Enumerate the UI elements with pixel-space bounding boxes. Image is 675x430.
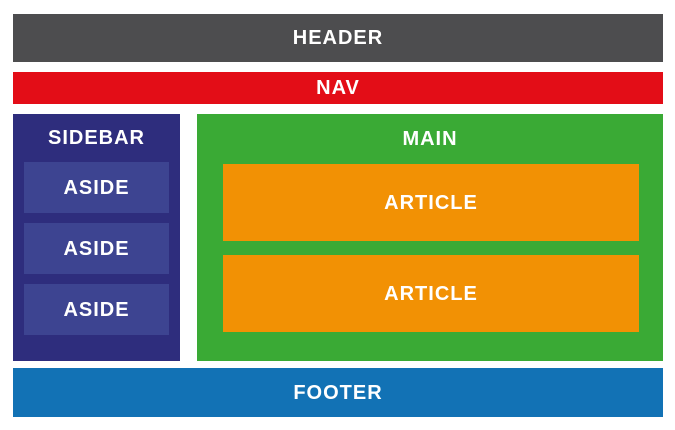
header-block: HEADER: [13, 14, 663, 62]
header-label: HEADER: [292, 27, 384, 49]
article-block: ARTICLE: [223, 255, 639, 332]
article-label: ARTICLE: [384, 282, 478, 305]
sidebar-block: SIDEBAR ASIDE ASIDE ASIDE: [13, 114, 180, 361]
article-block: ARTICLE: [223, 164, 639, 241]
footer-block: FOOTER: [13, 368, 663, 417]
sidebar-label: SIDEBAR: [47, 127, 145, 149]
aside-block: ASIDE: [24, 223, 169, 274]
main-title: MAIN: [197, 114, 663, 164]
aside-label: ASIDE: [63, 237, 130, 260]
nav-block: NAV: [13, 72, 663, 104]
footer-label: FOOTER: [293, 381, 383, 404]
main-label: MAIN: [402, 128, 458, 150]
aside-block: ASIDE: [24, 284, 169, 335]
sidebar-title: SIDEBAR: [13, 114, 180, 162]
main-block: MAIN ARTICLE ARTICLE: [197, 114, 663, 361]
aside-label: ASIDE: [63, 298, 130, 321]
aside-block: ASIDE: [24, 162, 169, 213]
article-label: ARTICLE: [384, 191, 478, 214]
nav-label: NAV: [316, 77, 360, 99]
aside-label: ASIDE: [63, 176, 130, 199]
